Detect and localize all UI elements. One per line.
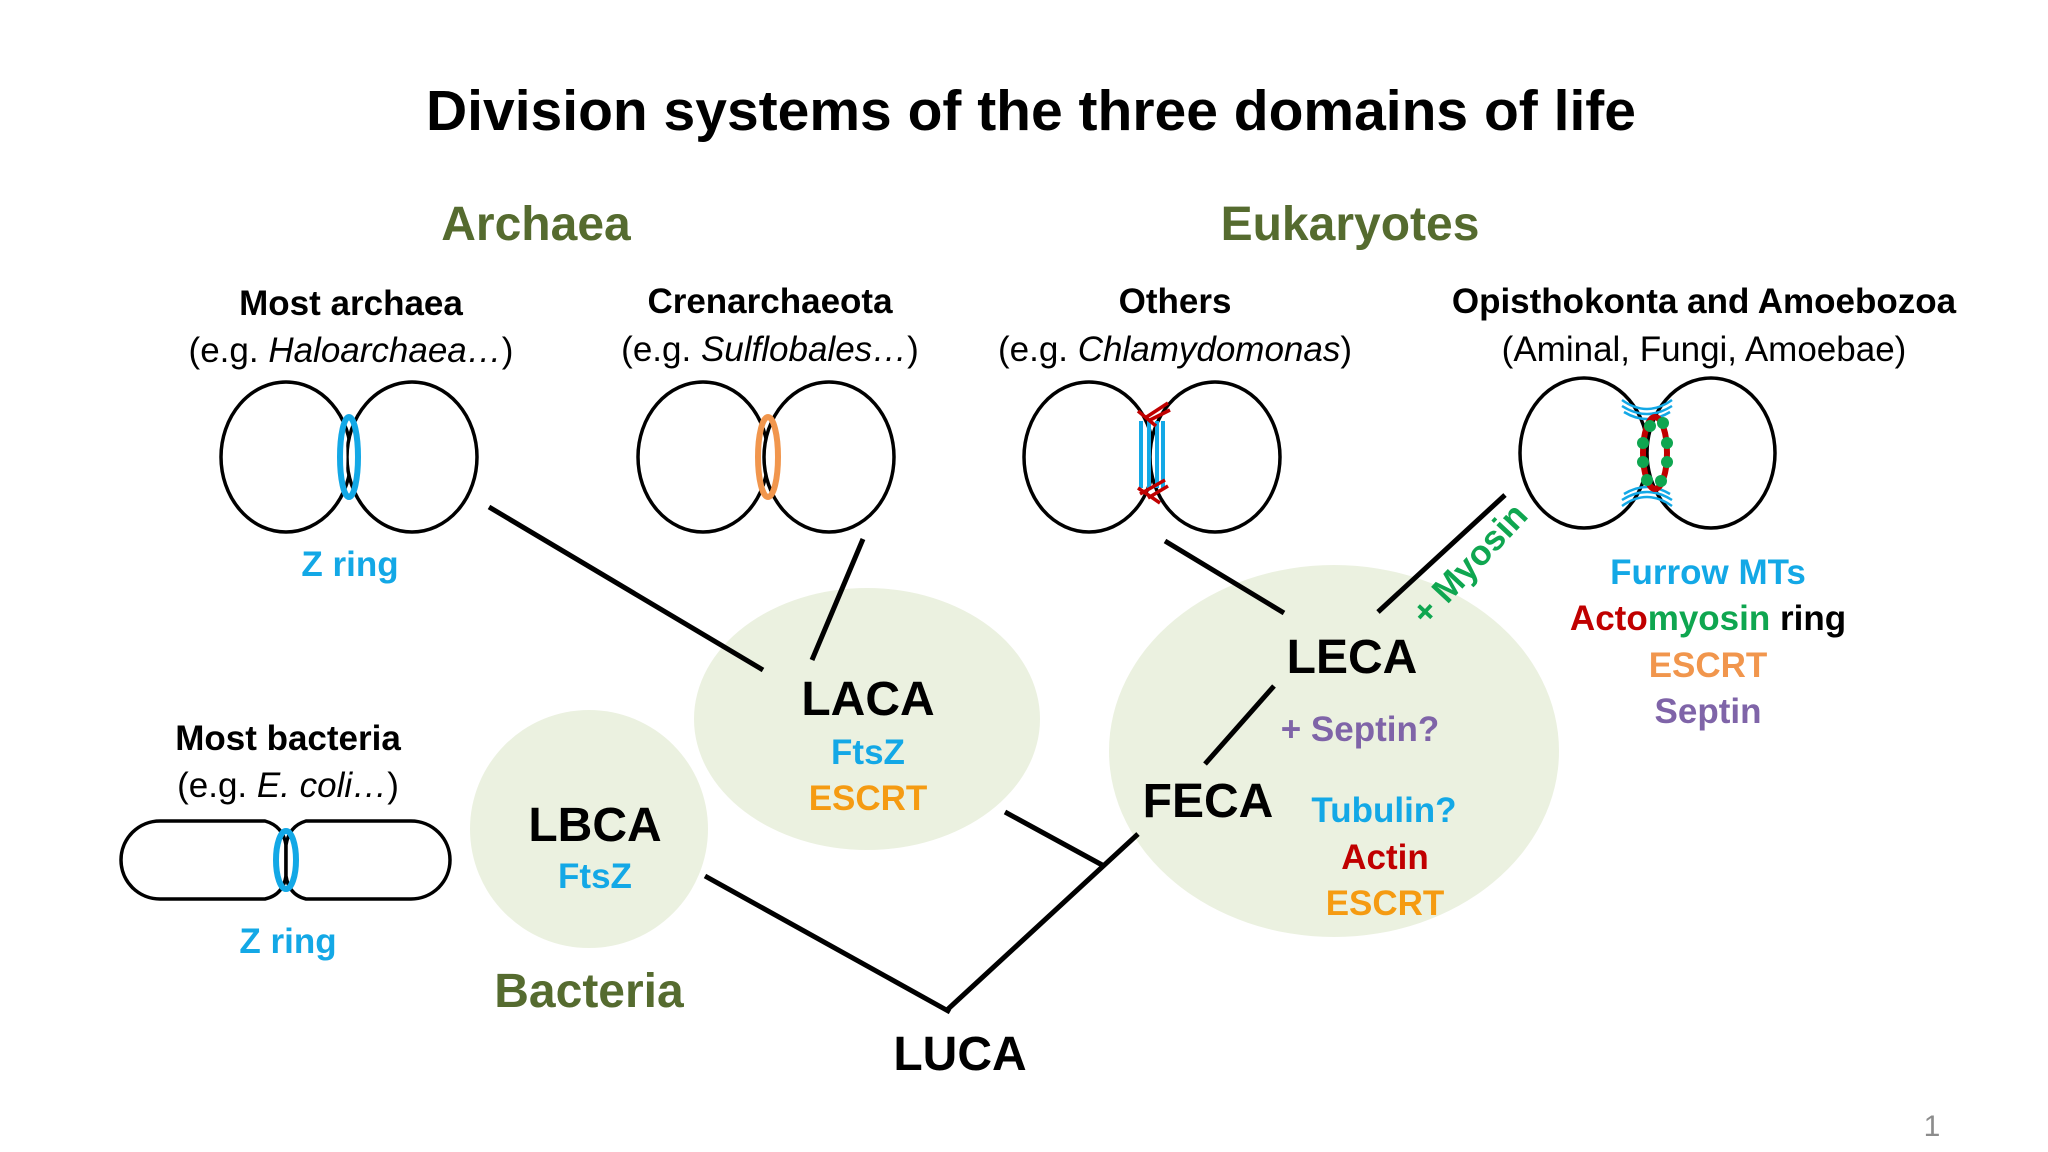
branch-laca-to-junction: [1003, 809, 1106, 869]
actin-cross-marks-icon: [1136, 401, 1171, 505]
node-label-lbca: LBCA: [528, 799, 661, 852]
branch-others-to-leca: [1163, 538, 1286, 616]
machinery-furrow-mts: Furrow MTs: [1610, 553, 1806, 592]
opisthokonta-machinery-list: Furrow MTs Actomyosin ring ESCRT Septin: [1570, 553, 1846, 731]
laca-node-bg: [694, 588, 1040, 850]
z-ring-label-bacteria: Z ring: [239, 922, 336, 961]
dividing-cell-crenarchaeota: [636, 380, 896, 534]
protein-actin: Actin: [1341, 838, 1429, 877]
node-label-luca: LUCA: [893, 1028, 1026, 1081]
branch-lbca-to-luca: [703, 873, 952, 1015]
group-title-most-bacteria: Most bacteria: [175, 719, 401, 758]
group-opisthokonta: Opisthokonta and Amoebozoa (Aminal, Fung…: [1452, 282, 1957, 530]
branch-most-archaea-to-laca: [487, 504, 765, 673]
domain-label-archaea: Archaea: [441, 198, 631, 251]
branch-leca-to-feca: [1203, 684, 1276, 766]
protein-ftsz: FtsZ: [558, 857, 632, 896]
machinery-escrt: ESCRT: [1649, 646, 1768, 685]
group-title-opisthokonta: Opisthokonta and Amoebozoa: [1452, 282, 1957, 321]
group-others: Others (e.g. Chlamydomonas): [998, 282, 1352, 534]
group-example-most-archaea: (e.g. Haloarchaea…): [189, 331, 514, 370]
protein-ftsz: FtsZ: [831, 733, 905, 772]
dividing-cell-opisthokonta: [1518, 376, 1777, 530]
dividing-cell-others: [1022, 380, 1282, 534]
escrt-ring-icon: [755, 414, 781, 500]
phylogenetic-tree: [487, 493, 1507, 1015]
lbca-node-bg: [470, 710, 708, 948]
page-number: 1: [1924, 1110, 1941, 1143]
machinery-septin: Septin: [1655, 692, 1762, 731]
protein-septin-added: + Septin?: [1281, 710, 1440, 749]
node-label-laca: LACA: [801, 673, 934, 726]
dividing-cell-most-archaea: [219, 380, 479, 534]
group-example-opisthokonta: (Aminal, Fungi, Amoebae): [1502, 330, 1907, 369]
branch-feca-to-luca: [945, 832, 1140, 1012]
furrow-microtubules-icon: [1139, 421, 1165, 488]
z-ring-icon: [337, 414, 361, 500]
branch-opisthokonta-to-leca: [1376, 493, 1507, 614]
group-most-archaea: Most archaea (e.g. Haloarchaea…) Z ring: [189, 284, 514, 584]
group-example-others: (e.g. Chlamydomonas): [998, 330, 1352, 369]
group-crenarchaeota: Crenarchaeota (e.g. Sulflobales…): [621, 282, 919, 534]
dividing-cell-bacteria: [119, 819, 452, 901]
z-ring-label-archaea: Z ring: [301, 545, 398, 584]
myosin-dots-icon: [1637, 417, 1673, 487]
machinery-actomyosin-ring: Actomyosin ring: [1570, 599, 1846, 638]
branch-crenarchaeota-to-laca: [809, 538, 866, 661]
group-most-bacteria: Most bacteria (e.g. E. coli…) Z ring: [119, 719, 452, 961]
node-leca: LECA + Septin?: [1281, 631, 1440, 749]
domain-label-eukaryotes: Eukaryotes: [1221, 198, 1480, 251]
group-title-most-archaea: Most archaea: [239, 284, 463, 323]
node-laca: LACA FtsZ ESCRT: [801, 673, 934, 818]
node-label-leca: LECA: [1287, 631, 1418, 684]
node-lbca: LBCA FtsZ: [528, 799, 661, 896]
furrow-microtubules-icon: [1621, 398, 1673, 508]
group-title-crenarchaeota: Crenarchaeota: [647, 282, 893, 321]
z-ring-icon: [273, 828, 299, 892]
group-example-crenarchaeota: (e.g. Sulflobales…): [621, 330, 919, 369]
domain-label-bacteria: Bacteria: [494, 965, 684, 1018]
node-label-feca: FECA: [1143, 775, 1274, 828]
slide-title: Division systems of the three domains of…: [426, 79, 1636, 143]
eukaryote-node-bg: [1109, 565, 1559, 937]
protein-escrt: ESCRT: [809, 779, 928, 818]
protein-escrt: ESCRT: [1326, 884, 1445, 923]
group-title-others: Others: [1119, 282, 1232, 321]
protein-tubulin: Tubulin?: [1311, 791, 1456, 830]
node-feca: FECA Tubulin? Actin ESCRT: [1143, 775, 1457, 923]
actomyosin-ring-icon: [1640, 414, 1670, 492]
group-example-most-bacteria: (e.g. E. coli…): [177, 766, 399, 805]
